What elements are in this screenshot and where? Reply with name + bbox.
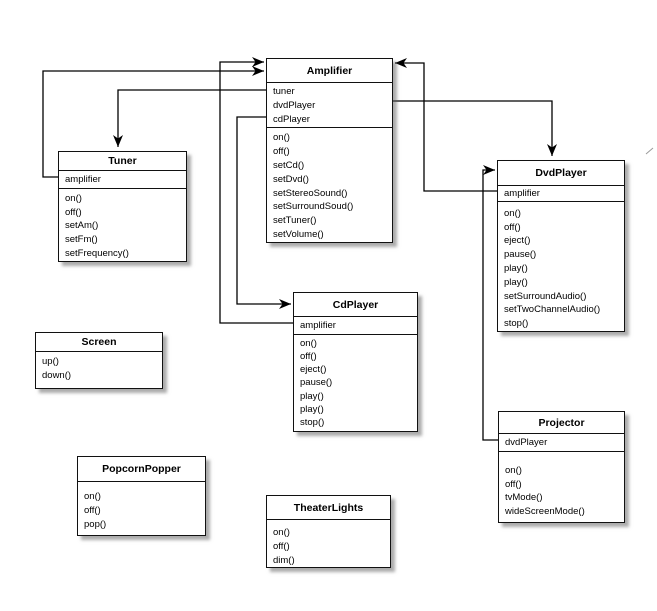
method-row: on() [273,132,290,144]
class-title: Tuner [59,152,186,171]
method-row: down() [42,369,72,381]
attribute-row: tuner [273,86,295,97]
method-row: setFrequency() [65,247,129,259]
method-row: on() [84,491,101,502]
attribute-row: dvdPlayer [273,99,316,111]
method-row: setCd() [273,159,305,171]
attributes-compartment: dvdPlayer [499,434,624,452]
class-title: Screen [36,333,162,352]
method-row: wideScreenMode() [505,506,585,518]
method-row: on() [505,464,522,476]
method-row: up() [42,356,59,367]
attribute-row: cdPlayer [273,113,310,125]
class-title: Projector [499,412,624,434]
class-box-cdplayer[interactable]: CdPlayer amplifier on() off() eject() pa… [293,292,418,432]
method-row: play() [504,262,528,274]
method-row: setAm() [65,220,99,232]
class-box-popcornpopper[interactable]: PopcornPopper on() off() pop() [77,456,206,536]
method-row: off() [273,540,290,552]
class-title: PopcornPopper [78,457,205,482]
class-title: CdPlayer [294,293,417,317]
method-row: eject() [504,235,531,247]
method-row: on() [300,337,317,349]
methods-compartment: on() off() setAm() setFm() setFrequency(… [59,189,186,261]
method-row: off() [84,504,101,516]
methods-compartment: on() off() eject() pause() play() play()… [498,202,624,331]
method-row: setTwoChannelAudio() [504,304,601,316]
method-row: on() [65,192,82,204]
method-row: setVolume() [273,228,324,240]
class-box-tuner[interactable]: Tuner amplifier on() off() setAm() setFm… [58,151,187,262]
method-row: off() [505,478,522,490]
attribute-row: amplifier [300,320,336,331]
class-box-dvdplayer[interactable]: DvdPlayer amplifier on() off() eject() p… [497,160,625,332]
class-title: Amplifier [267,59,392,83]
class-title: TheaterLights [267,496,390,520]
stray-mark [645,147,654,155]
methods-compartment: on() off() dim() [267,520,390,567]
method-row: off() [65,206,82,218]
class-box-theaterlights[interactable]: TheaterLights on() off() dim() [266,495,391,568]
method-row: dim() [273,554,295,566]
method-row: setStereoSound() [273,187,348,199]
attributes-compartment: tuner dvdPlayer cdPlayer [267,83,392,129]
attributes-compartment: amplifier [498,186,624,202]
method-row: play() [504,276,528,288]
method-row: setSurroundAudio() [504,290,587,302]
method-row: setSurroundSoud() [273,201,354,213]
connector-amplifier-dvdplayer-to-dvdplayer [393,100,557,156]
attribute-row: amplifier [504,188,540,199]
connector-dvdplayer-amplifier-to-amplifier [395,58,497,192]
method-row: stop() [300,417,325,429]
methods-compartment: up() down() [36,352,162,383]
method-row: setFm() [65,234,98,246]
attributes-compartment: amplifier [59,171,186,189]
attributes-compartment: amplifier [294,317,417,335]
methods-compartment: on() off() pop() [78,482,205,531]
class-box-screen[interactable]: Screen up() down() [35,332,163,389]
connector-amplifier-tuner-to-tuner [113,89,266,147]
method-row: tvMode() [505,492,543,504]
method-row: off() [300,351,317,362]
methods-compartment: on() off() setCd() setDvd() setStereoSou… [267,128,392,241]
method-row: stop() [504,318,529,330]
method-row: off() [504,221,521,233]
method-row: on() [504,207,521,219]
method-row: off() [273,146,290,158]
method-row: setTuner() [273,215,317,227]
method-row: eject() [300,364,327,376]
methods-compartment: on() off() tvMode() wideScreenMode() [499,452,624,519]
method-row: play() [300,403,324,415]
method-row: pop() [84,518,107,530]
class-box-projector[interactable]: Projector dvdPlayer on() off() tvMode() … [498,411,625,523]
connector-projector-dvdplayer-to-dvdplayer [482,165,498,441]
attribute-row: amplifier [65,174,101,185]
method-row: pause() [300,377,333,389]
method-row: pause() [504,249,537,261]
class-title: DvdPlayer [498,161,624,186]
method-row: setDvd() [273,173,309,185]
class-box-amplifier[interactable]: Amplifier tuner dvdPlayer cdPlayer on() … [266,58,393,243]
attribute-row: dvdPlayer [505,437,548,448]
methods-compartment: on() off() eject() pause() play() play()… [294,335,417,429]
method-row: on() [273,527,290,538]
method-row: play() [300,390,324,402]
